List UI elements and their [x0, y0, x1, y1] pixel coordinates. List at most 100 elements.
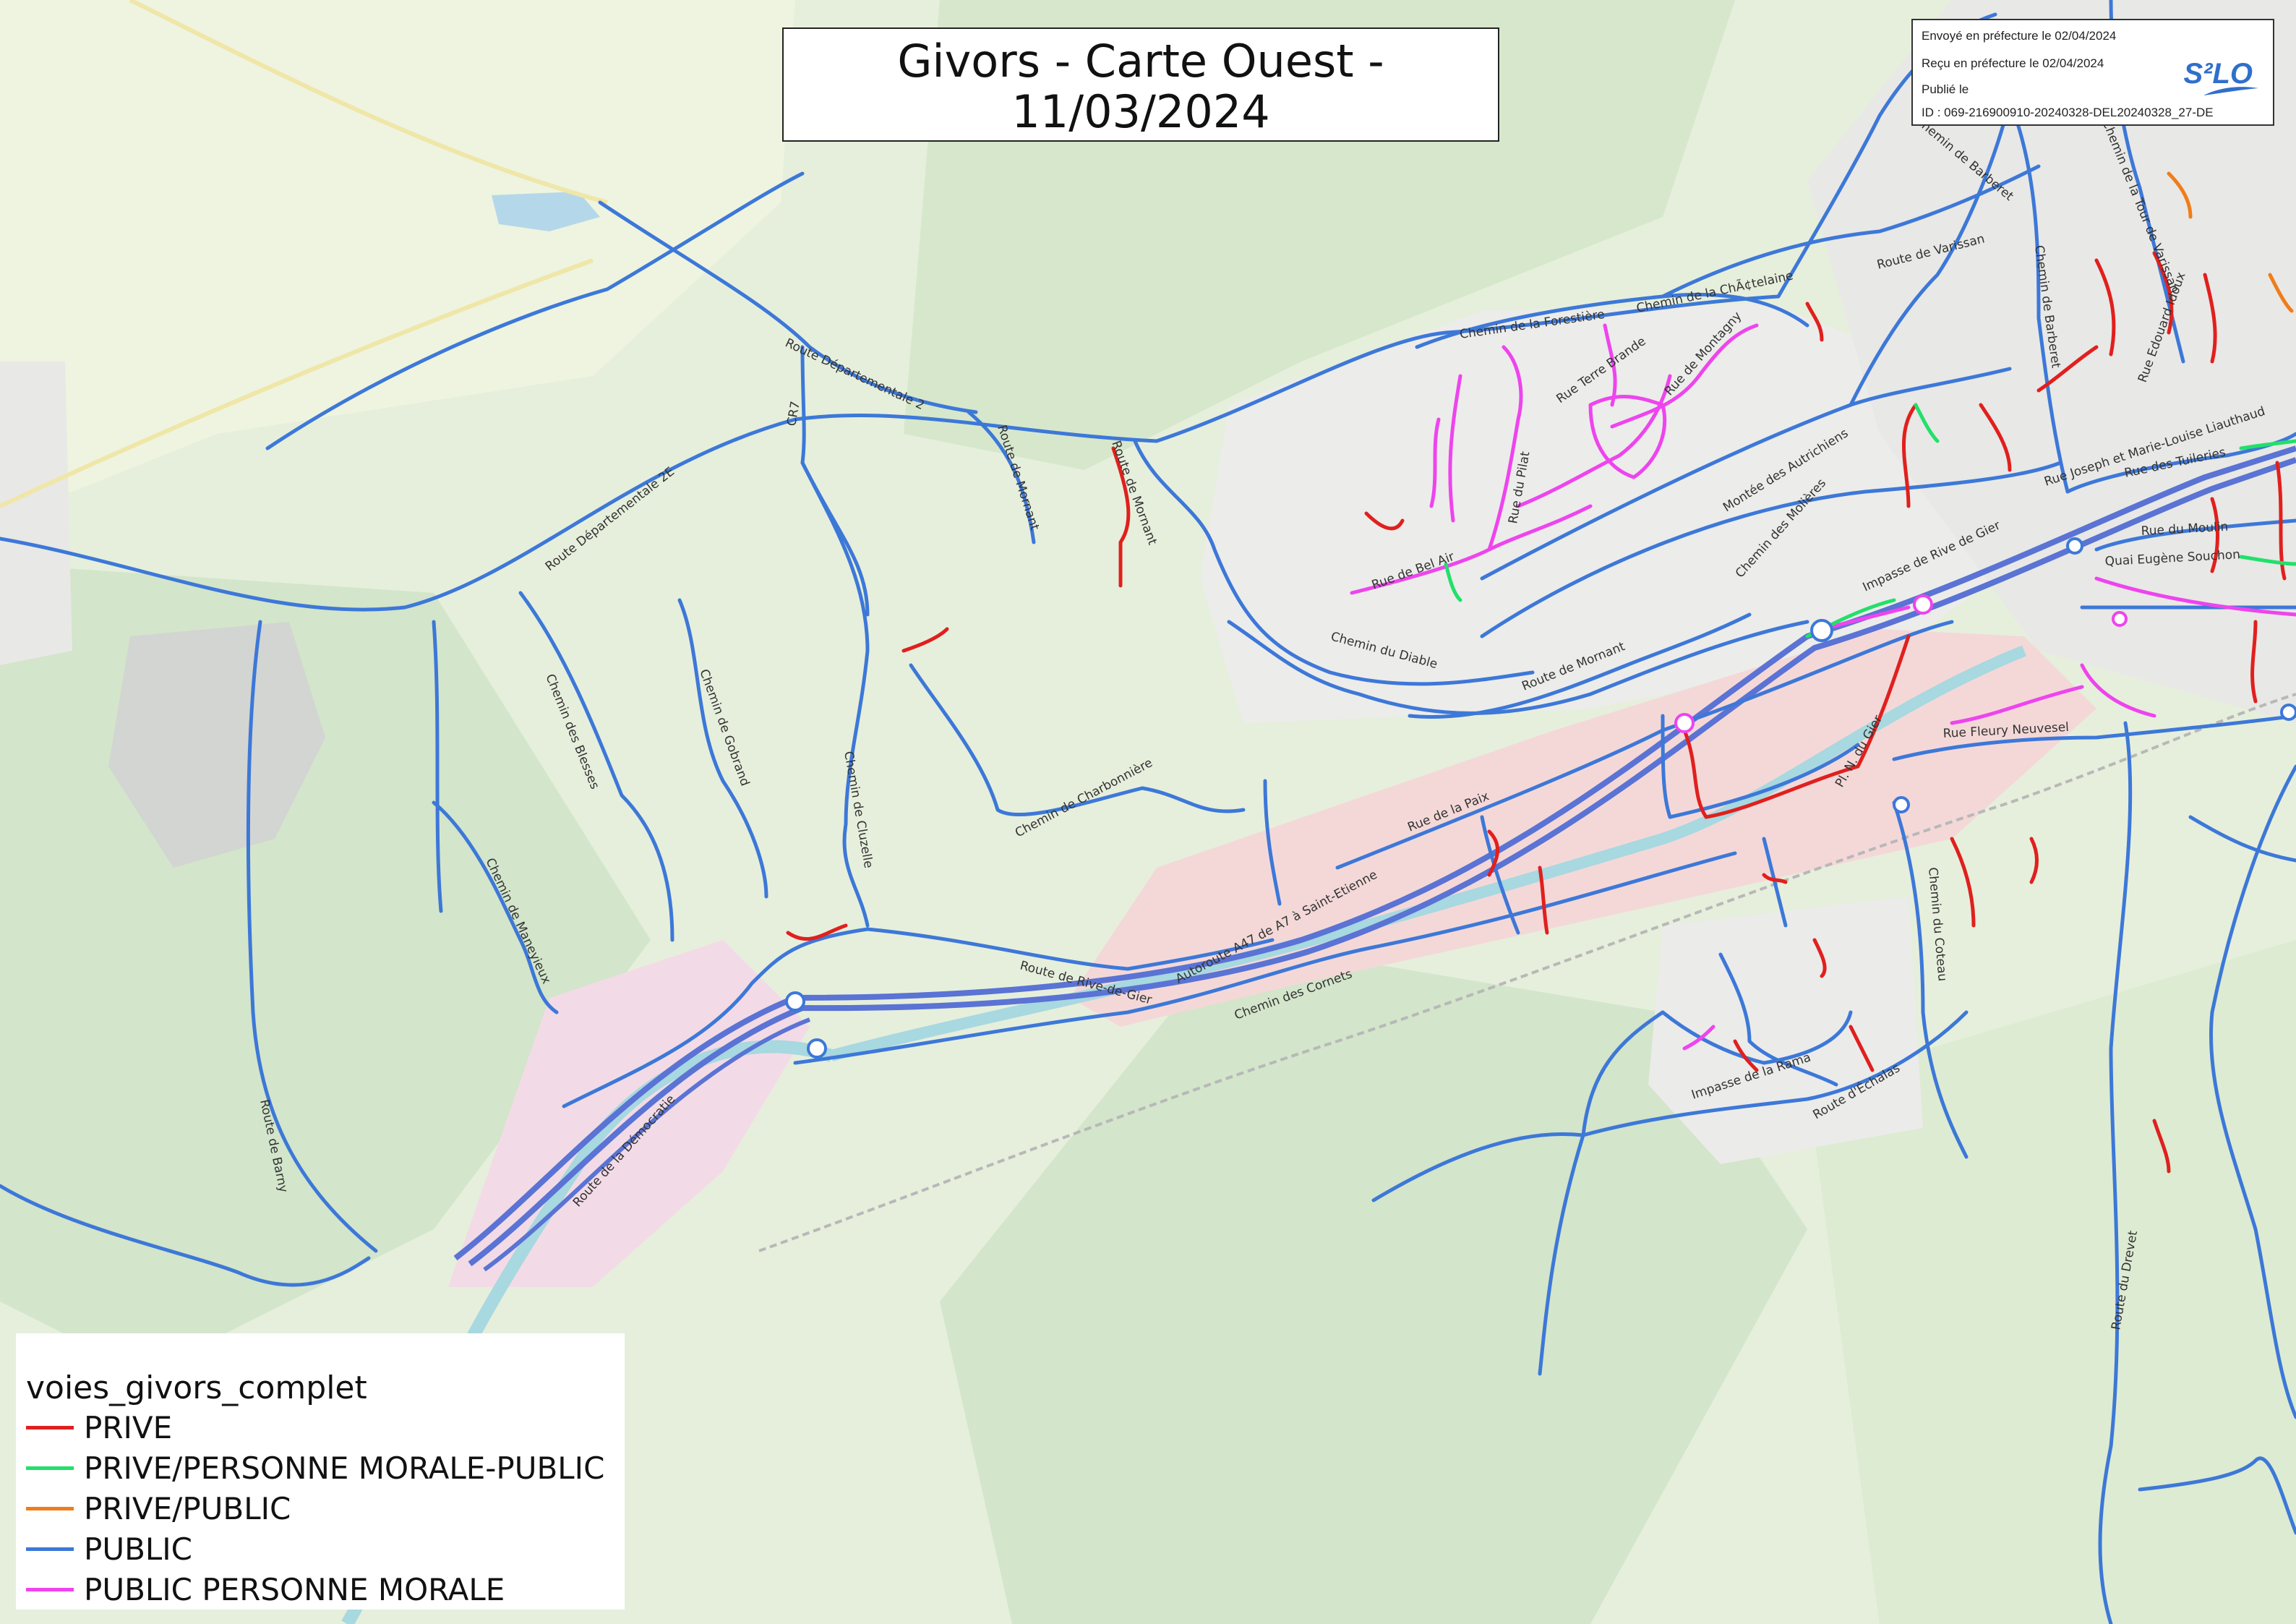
prive-9[interactable] [1950, 837, 1976, 928]
road-junction-link[interactable] [562, 927, 870, 1108]
prive-21[interactable] [1364, 511, 1405, 531]
prive-13[interactable] [2094, 258, 2116, 356]
road-pm-link[interactable] [2080, 663, 2156, 718]
prive-7[interactable] [1733, 1039, 1759, 1072]
prive-12[interactable] [1979, 403, 2012, 472]
prive-5[interactable] [1762, 873, 1788, 884]
road-diable[interactable] [1227, 620, 1809, 715]
road-rama[interactable] [1661, 1010, 1853, 1065]
road-mornant-east[interactable] [1408, 612, 1752, 719]
road-east-2[interactable] [2188, 815, 2296, 863]
road-echalas[interactable] [1581, 1010, 1969, 1137]
prive-19[interactable] [2250, 620, 2258, 704]
roundabout-pm-1[interactable] [1913, 594, 1933, 615]
green-road-2[interactable] [1914, 403, 1940, 443]
green-road-5[interactable] [1444, 562, 1462, 602]
prive-1[interactable] [901, 627, 949, 653]
road-pilat[interactable] [1487, 345, 1523, 552]
road-pl-gier[interactable] [1682, 634, 1911, 819]
prive-18[interactable] [2275, 461, 2287, 581]
prive-11[interactable] [1902, 403, 1918, 508]
road-cluzelle[interactable] [800, 461, 870, 928]
road-blesses-w[interactable] [432, 620, 443, 913]
road-pm-spur-3[interactable] [1603, 323, 1617, 407]
prive-16[interactable] [2036, 345, 2099, 393]
legend-title: voies_givors_complet [26, 1369, 367, 1406]
motorway-a47[interactable] [453, 445, 2296, 1272]
orange-road-2[interactable] [2268, 273, 2294, 313]
road-gobrand[interactable] [677, 598, 768, 899]
road-pl-gier-base[interactable] [1661, 714, 1860, 819]
prive-22[interactable] [1805, 302, 1824, 342]
roundabout-1[interactable] [785, 991, 805, 1012]
road-link-1[interactable] [1263, 779, 1282, 906]
road-barberet-w[interactable] [1849, 99, 2012, 407]
prive-17[interactable] [2210, 497, 2219, 573]
road-montagny[interactable] [1610, 323, 1759, 429]
prive-4[interactable] [1538, 866, 1549, 935]
road-drevet[interactable] [2098, 721, 2133, 1624]
road-cornets[interactable] [793, 851, 1737, 1065]
s2lo-logo: S²LO [2183, 58, 2253, 90]
road-barberet[interactable] [2008, 99, 2070, 494]
road-pm-rama[interactable] [1682, 1025, 1715, 1051]
green-road-3[interactable] [2239, 439, 2296, 450]
prive-10[interactable] [2029, 837, 2039, 884]
roundabouts[interactable] [785, 537, 2296, 1059]
forest-southeast [1807, 940, 2296, 1624]
roundabouts-pm[interactable] [1674, 594, 2128, 733]
road-coteau[interactable] [1892, 800, 1969, 1159]
road-mornant-1[interactable] [967, 410, 1036, 544]
prive-3[interactable] [1487, 829, 1500, 877]
road-south-link[interactable] [1371, 1010, 1665, 1202]
road-charbonniere[interactable] [909, 663, 1246, 816]
road-blesses[interactable] [518, 591, 674, 942]
road-rive-de-gier[interactable] [865, 927, 1275, 971]
road-south-spur[interactable] [1538, 1133, 1585, 1376]
road-link-3[interactable] [1762, 837, 1788, 928]
orange-road-1[interactable] [2167, 171, 2193, 219]
prive-15[interactable] [2203, 273, 2217, 364]
road-barny[interactable] [246, 620, 378, 1253]
road-pm-east[interactable] [1950, 685, 2084, 725]
road-varissan[interactable] [1661, 164, 2041, 299]
roundabout-pm-2[interactable] [1674, 713, 1695, 733]
prive-2[interactable] [786, 923, 848, 941]
road-forestiere[interactable] [1415, 292, 1809, 349]
legend-label-public: PUBLIC [84, 1531, 192, 1567]
road-west-loop[interactable] [0, 1184, 371, 1287]
road-fleury-neuvesel[interactable] [1892, 714, 2296, 761]
roundabout-2[interactable] [807, 1038, 827, 1059]
roundabout-5[interactable] [1893, 796, 1910, 813]
prive-8[interactable] [1849, 1025, 1875, 1072]
prive-20[interactable] [2152, 1119, 2171, 1174]
road-east-1[interactable] [2209, 764, 2296, 1419]
prive-14[interactable] [2152, 251, 2174, 335]
roundabout-4[interactable] [2066, 537, 2083, 555]
prive-public-roads[interactable] [2167, 171, 2294, 313]
road-rd2e-arm[interactable] [265, 171, 805, 450]
road-east-loop[interactable] [2138, 1456, 2296, 1535]
roundabout-pm-3[interactable] [2112, 611, 2128, 627]
road-maneyieux[interactable] [432, 800, 559, 1014]
road-rd2[interactable] [0, 294, 1781, 612]
road-mornant-prive[interactable] [1111, 446, 1131, 588]
road-loop-pm[interactable] [1588, 395, 1667, 479]
road-link-2[interactable] [1480, 815, 1520, 935]
prive-6[interactable] [1812, 938, 1827, 978]
road-moulin[interactable] [2094, 518, 2296, 552]
green-road-4[interactable] [2239, 555, 2296, 566]
road-pm-spur-1[interactable] [1448, 374, 1462, 523]
roundabout-6[interactable] [2280, 704, 2296, 721]
road-molieres[interactable] [1480, 461, 2062, 638]
road-autrichiens[interactable] [1480, 367, 2012, 581]
road-pm-quai[interactable] [2094, 576, 2296, 617]
road-pm-spur-2[interactable] [1429, 417, 1441, 508]
roundabout-3[interactable] [1810, 619, 1833, 642]
road-rama-loop[interactable] [1718, 952, 1838, 1087]
road-mornant-2[interactable] [1133, 439, 1535, 686]
prive-roads[interactable] [786, 251, 2287, 1174]
